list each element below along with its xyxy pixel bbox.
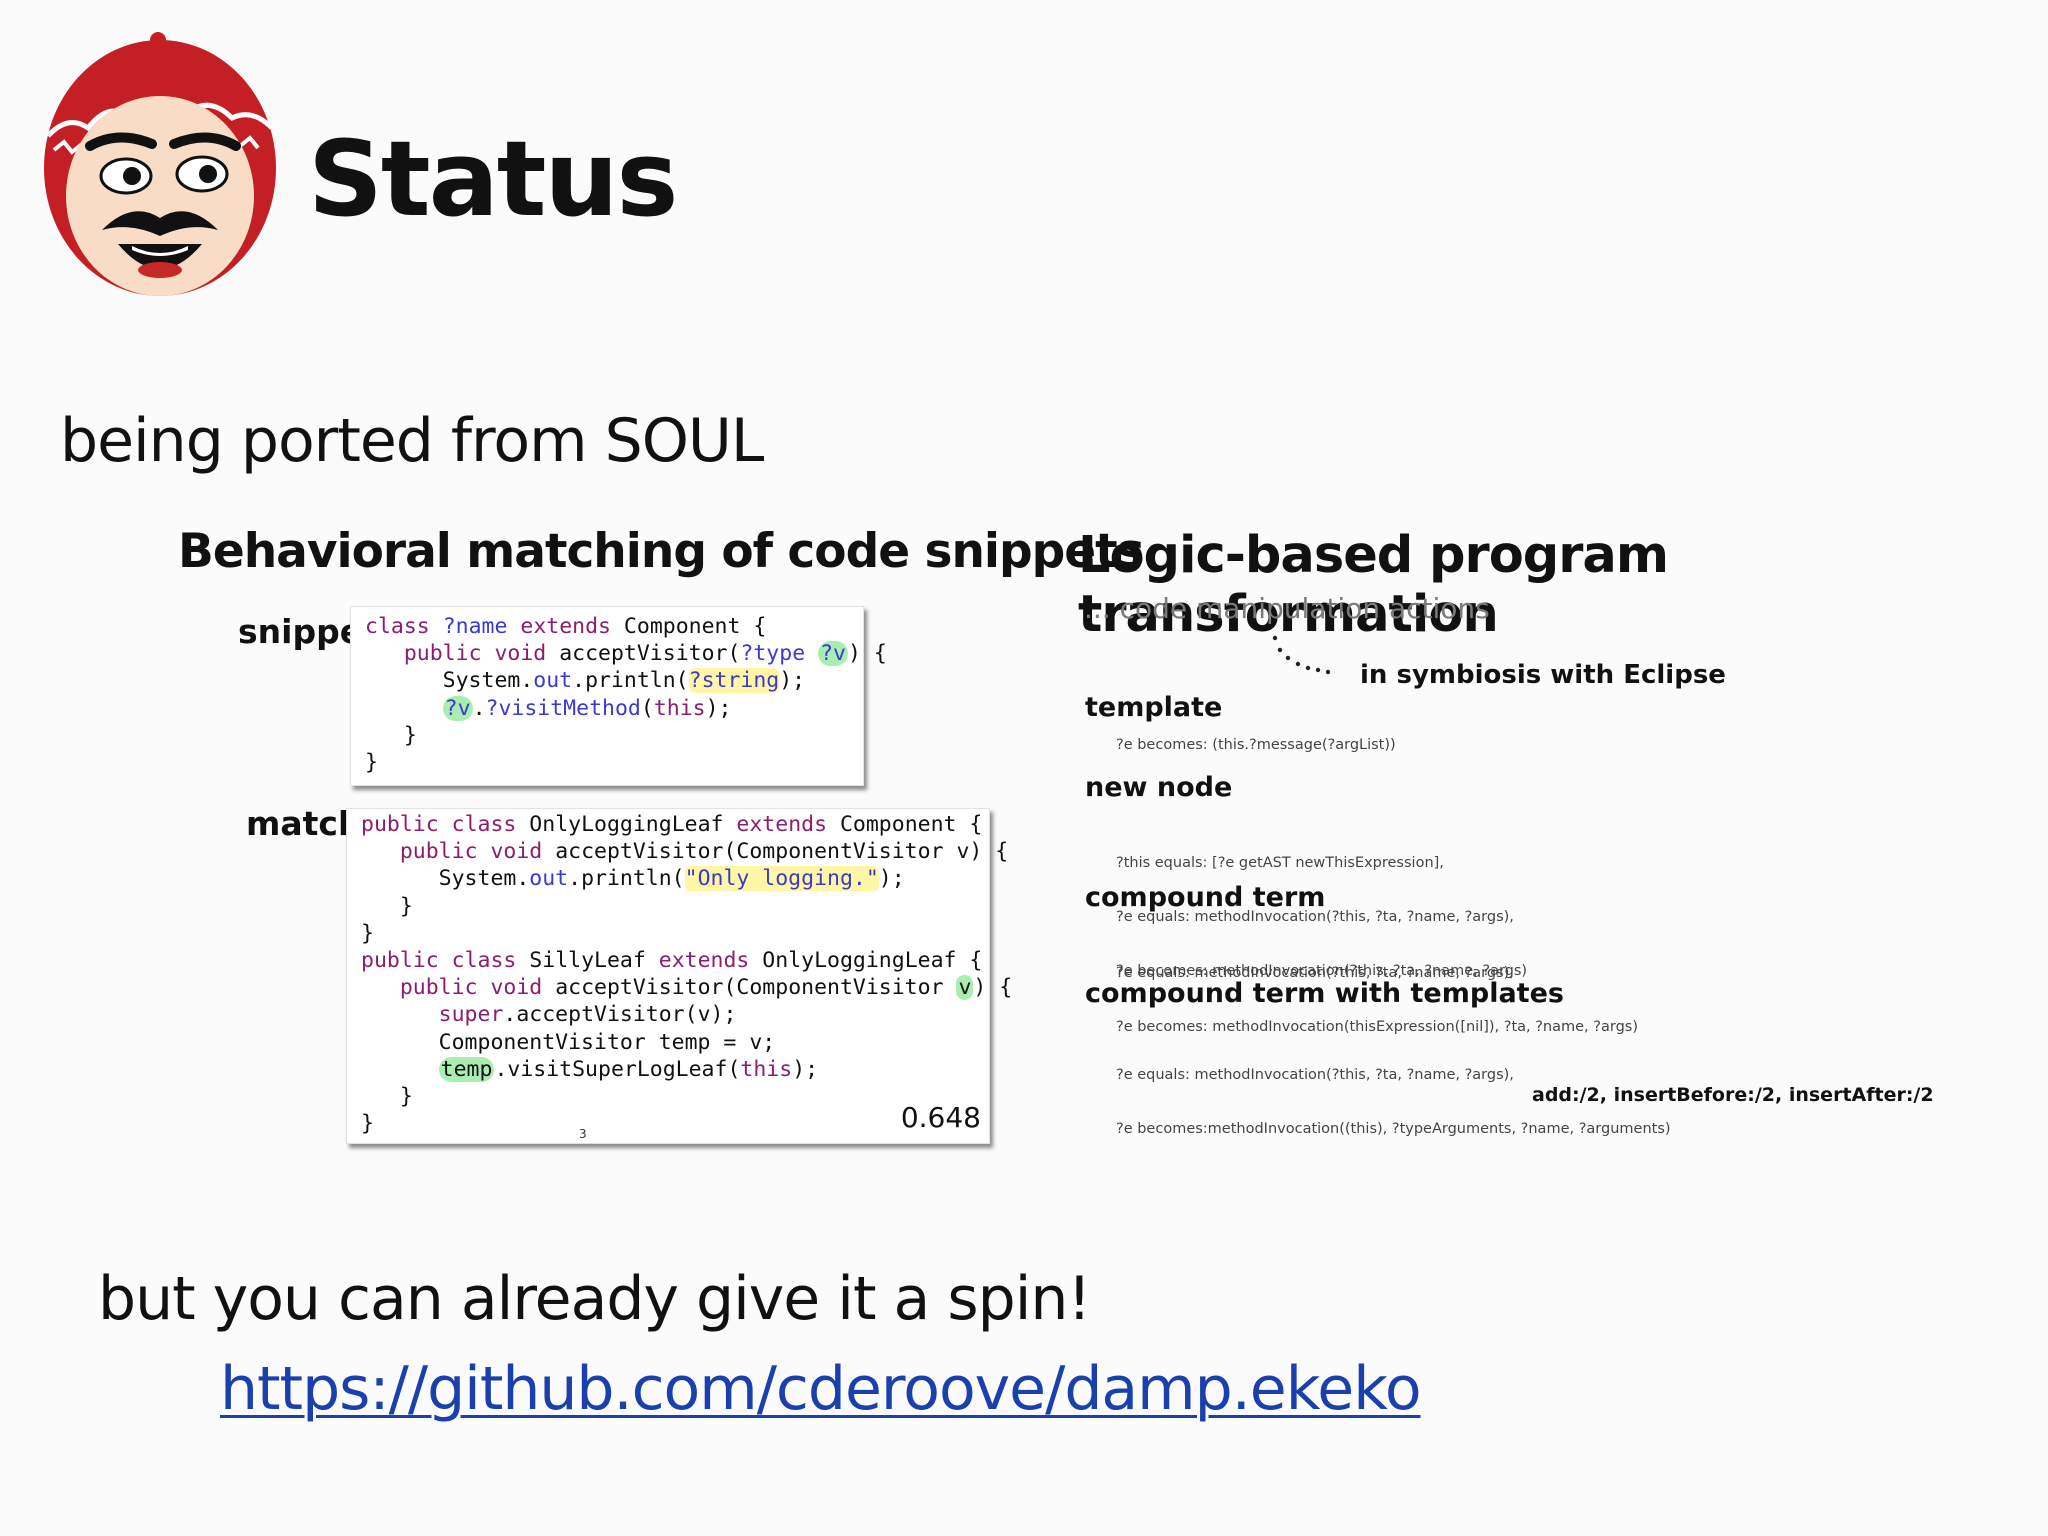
spin-text: but you can already give it a spin!: [98, 1264, 1091, 1334]
new-node-label: new node: [1085, 772, 1233, 803]
mascot-face-icon: [44, 32, 276, 296]
compound-term-lines: ?e equals: methodInvocation(?this, ?ta, …: [1116, 928, 1638, 1054]
ported-text: being ported from SOUL: [60, 406, 764, 476]
slide-title: Status: [308, 118, 678, 240]
compound-template-line: ?e equals: methodInvocation(?this, ?ta, …: [1116, 1067, 1514, 1083]
snippet-code-box: class ?name extends Component { public v…: [350, 606, 887, 786]
page-number: 3: [579, 1127, 587, 1141]
avatar: [40, 18, 280, 298]
new-node-line: ?this equals: [?e getAST newThisExpressi…: [1116, 855, 1444, 871]
compound-template-label: compound term with templates: [1085, 978, 1564, 1009]
action-operators: add:/2, insertBefore:/2, insertAfter:/2: [1532, 1084, 1934, 1106]
compound-template-line: ?e becomes:methodInvocation((this), ?typ…: [1116, 1121, 1671, 1137]
match-code-box: public class OnlyLoggingLeaf extends Com…: [346, 808, 1012, 1144]
new-node-line: ?e equals: methodInvocation(?this, ?ta, …: [1116, 909, 1514, 925]
repo-link[interactable]: https://github.com/cderoove/damp.ekeko: [220, 1354, 1422, 1424]
match-label: match: [246, 804, 362, 843]
match-score: 0.648: [900, 1101, 981, 1134]
new-node-line: ?e becomes: methodInvocation(?this, ?ta,…: [1116, 963, 1528, 979]
compound-template-lines: ?e equals: methodInvocation(?this, ?ta, …: [1116, 1030, 1671, 1156]
dotted-arrow: [1272, 635, 1331, 675]
compound-term-label: compound term: [1085, 882, 1326, 913]
compound-line: ?e becomes: methodInvocation(thisExpress…: [1116, 1019, 1638, 1035]
symbiosis-note: in symbiosis with Eclipse: [1360, 660, 1726, 690]
match-code: public class OnlyLoggingLeaf extends Com…: [361, 812, 1013, 1137]
right-figure-title: Logic-based program transformation: [1078, 526, 1669, 644]
right-figure-subtitle: ... code manipulation actions: [1084, 592, 1490, 625]
left-figure-title: Behavioral matching of code snippets: [178, 524, 1145, 579]
compound-line: ?e equals: methodInvocation(?this, ?ta, …: [1116, 965, 1514, 981]
new-node-lines: ?this equals: [?e getAST newThisExpressi…: [1116, 818, 1527, 998]
template-line: ?e becomes: (this.?message(?argList)): [1116, 737, 1396, 753]
snippet-code: class ?name extends Component { public v…: [365, 614, 887, 775]
template-label: template: [1085, 692, 1223, 723]
